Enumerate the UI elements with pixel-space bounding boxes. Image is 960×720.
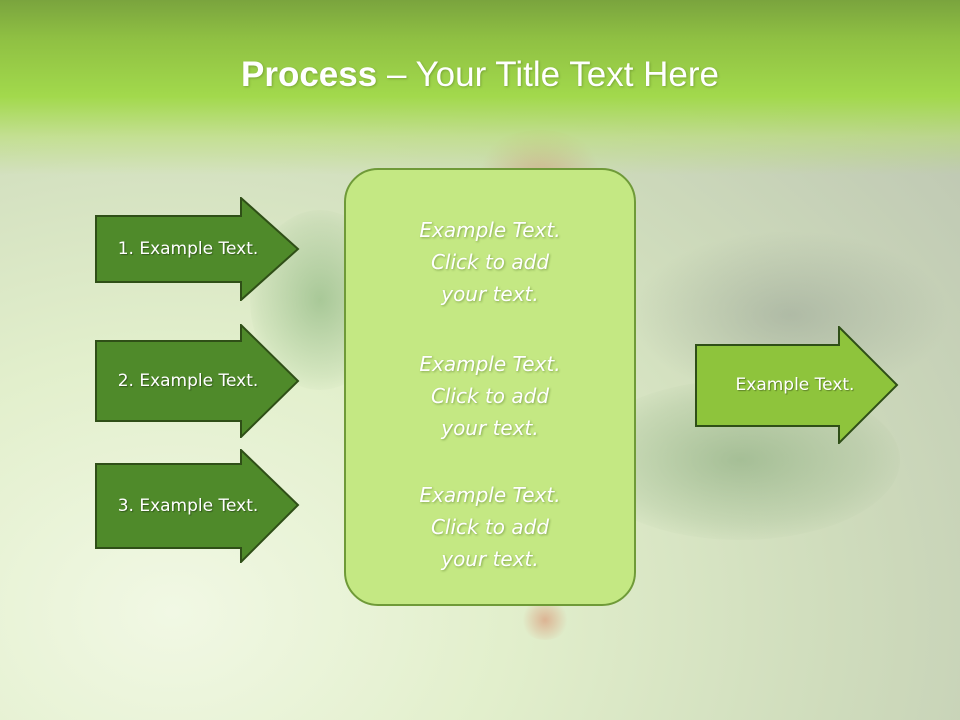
arrow-shape-icon: [95, 449, 300, 563]
step-arrow-label: 2. Example Text.: [117, 371, 259, 391]
block-line: your text.: [441, 547, 539, 571]
block-line: Example Text.: [419, 352, 561, 376]
block-line: your text.: [441, 416, 539, 440]
title-rest: – Your Title Text Here: [377, 55, 719, 94]
result-arrow[interactable]: Example Text.: [695, 326, 900, 444]
block-line: Example Text.: [419, 218, 561, 242]
block-line: your text.: [441, 282, 539, 306]
step-arrow-label: 3. Example Text.: [117, 496, 259, 516]
arrow-shape-icon: [95, 324, 300, 438]
center-text-box[interactable]: Example Text. Click to add your text. Ex…: [344, 168, 636, 606]
text-block-3: Example Text. Click to add your text.: [346, 479, 634, 575]
block-line: Click to add: [430, 384, 550, 408]
step-arrow-label: 1. Example Text.: [117, 239, 259, 259]
slide-title[interactable]: Process – Your Title Text Here: [0, 52, 960, 98]
title-bar: [0, 0, 960, 175]
step-arrow-1[interactable]: 1. Example Text.: [95, 197, 300, 301]
step-arrow-3[interactable]: 3. Example Text.: [95, 449, 300, 563]
result-arrow-label: Example Text.: [735, 375, 855, 395]
background-blur: [520, 600, 570, 640]
arrow-shape-icon: [95, 197, 300, 301]
block-line: Click to add: [430, 515, 550, 539]
arrow-shape-icon: [695, 326, 899, 444]
step-arrow-2[interactable]: 2. Example Text.: [95, 324, 300, 438]
text-block-1: Example Text. Click to add your text.: [346, 214, 634, 310]
block-line: Example Text.: [419, 483, 561, 507]
text-block-2: Example Text. Click to add your text.: [346, 348, 634, 444]
block-line: Click to add: [430, 250, 550, 274]
title-bold: Process: [241, 55, 378, 94]
